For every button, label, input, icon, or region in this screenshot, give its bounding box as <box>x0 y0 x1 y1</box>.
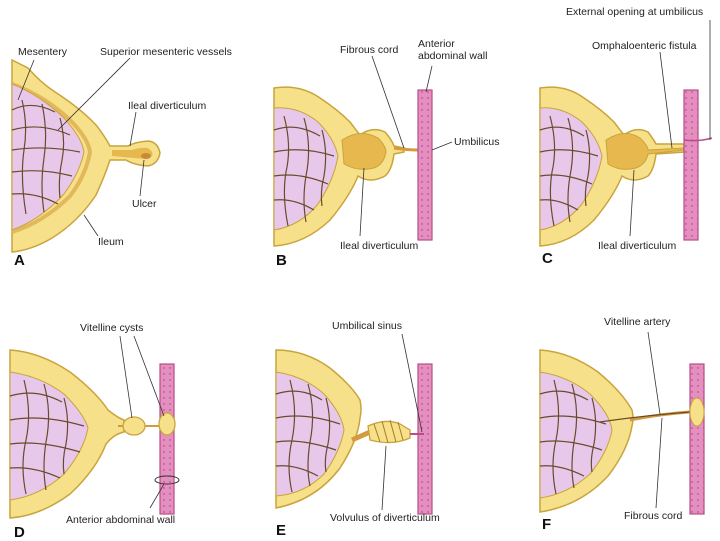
label-mesentery: Mesentery <box>18 46 68 58</box>
label-ileal-diverticulum: Ileal diverticulum <box>340 240 419 252</box>
label-abdominal-wall: abdominal wall <box>418 50 488 62</box>
panel-f-leaders <box>647 331 663 509</box>
abdominal-wall-texture <box>160 364 174 514</box>
wall-ring <box>154 475 180 485</box>
fibrous-cord <box>393 146 419 152</box>
panel-b <box>273 55 453 247</box>
label-fibrous-cord: Fibrous cord <box>340 44 399 56</box>
panel-f <box>539 331 705 515</box>
abdominal-wall-texture <box>418 364 432 514</box>
ulcer-mark <box>141 153 151 159</box>
diverticulum-lumen <box>341 133 387 170</box>
abdominal-wall-texture <box>690 364 704 514</box>
mesentery-area <box>9 371 89 501</box>
label-volvulus-of-diverticulum: Volvulus of diverticulum <box>330 512 440 524</box>
mesenteric-vessel-arcades <box>275 379 341 493</box>
panel-letter-b: B <box>276 252 287 269</box>
label-external-opening: External opening at umbilicus <box>566 6 704 18</box>
mesenteric-vessel-arcades <box>11 99 81 215</box>
mesentery-area <box>11 83 85 231</box>
ileum-inner-band <box>11 82 93 234</box>
volvulus-stalk <box>350 429 372 443</box>
panel-d-leaders <box>119 335 165 509</box>
mesenteric-vessel-arcades <box>539 379 607 495</box>
vitelline-cyst <box>122 416 146 436</box>
panel-letter-c: C <box>542 250 553 267</box>
panel-d <box>9 335 180 519</box>
mesenteric-vessel-arcades <box>539 115 599 227</box>
panel-c <box>539 20 713 247</box>
cord-insertion <box>689 397 705 427</box>
panel-a <box>11 57 161 253</box>
label-fibrous-cord: Fibrous cord <box>624 510 683 522</box>
panel-letter-d: D <box>14 524 25 541</box>
label-superior-mesenteric-vessels: Superior mesenteric vessels <box>100 46 232 58</box>
label-umbilical-sinus: Umbilical sinus <box>332 320 403 332</box>
vitelline-artery <box>599 411 691 423</box>
panel-e-leaders <box>381 333 423 511</box>
label-ileal-diverticulum: Ileal diverticulum <box>128 100 207 112</box>
twist-marks <box>373 419 404 444</box>
label-umbilicus: Umbilicus <box>454 136 500 148</box>
panel-e <box>275 333 433 515</box>
label-ileal-diverticulum: Ileal diverticulum <box>598 240 677 252</box>
panel-b-leaders <box>359 55 453 237</box>
label-ileum: Ileum <box>98 236 124 248</box>
panel-letter-e: E <box>276 522 287 539</box>
mesentery-area <box>273 107 339 231</box>
vitelline-cyst-wall <box>158 412 176 436</box>
label-anterior: Anterior <box>418 38 455 50</box>
label-vitelline-cysts: Vitelline cysts <box>80 322 144 334</box>
panel-a-leaders <box>17 57 145 237</box>
abdominal-wall-texture <box>684 90 698 240</box>
label-vitelline-artery: Vitelline artery <box>604 316 671 328</box>
label-ulcer: Ulcer <box>132 198 157 210</box>
panel-c-leaders <box>629 20 711 237</box>
mesenteric-vessel-arcades <box>273 115 335 227</box>
abdominal-wall-texture <box>418 90 432 240</box>
label-omphaloenteric-fistula: Omphaloenteric fistula <box>592 40 697 52</box>
panel-letter-a: A <box>14 252 25 269</box>
mesenteric-vessel-arcades <box>9 379 85 495</box>
panel-letter-f: F <box>542 516 552 533</box>
label-anterior-abdominal-wall: Anterior abdominal wall <box>66 514 176 526</box>
